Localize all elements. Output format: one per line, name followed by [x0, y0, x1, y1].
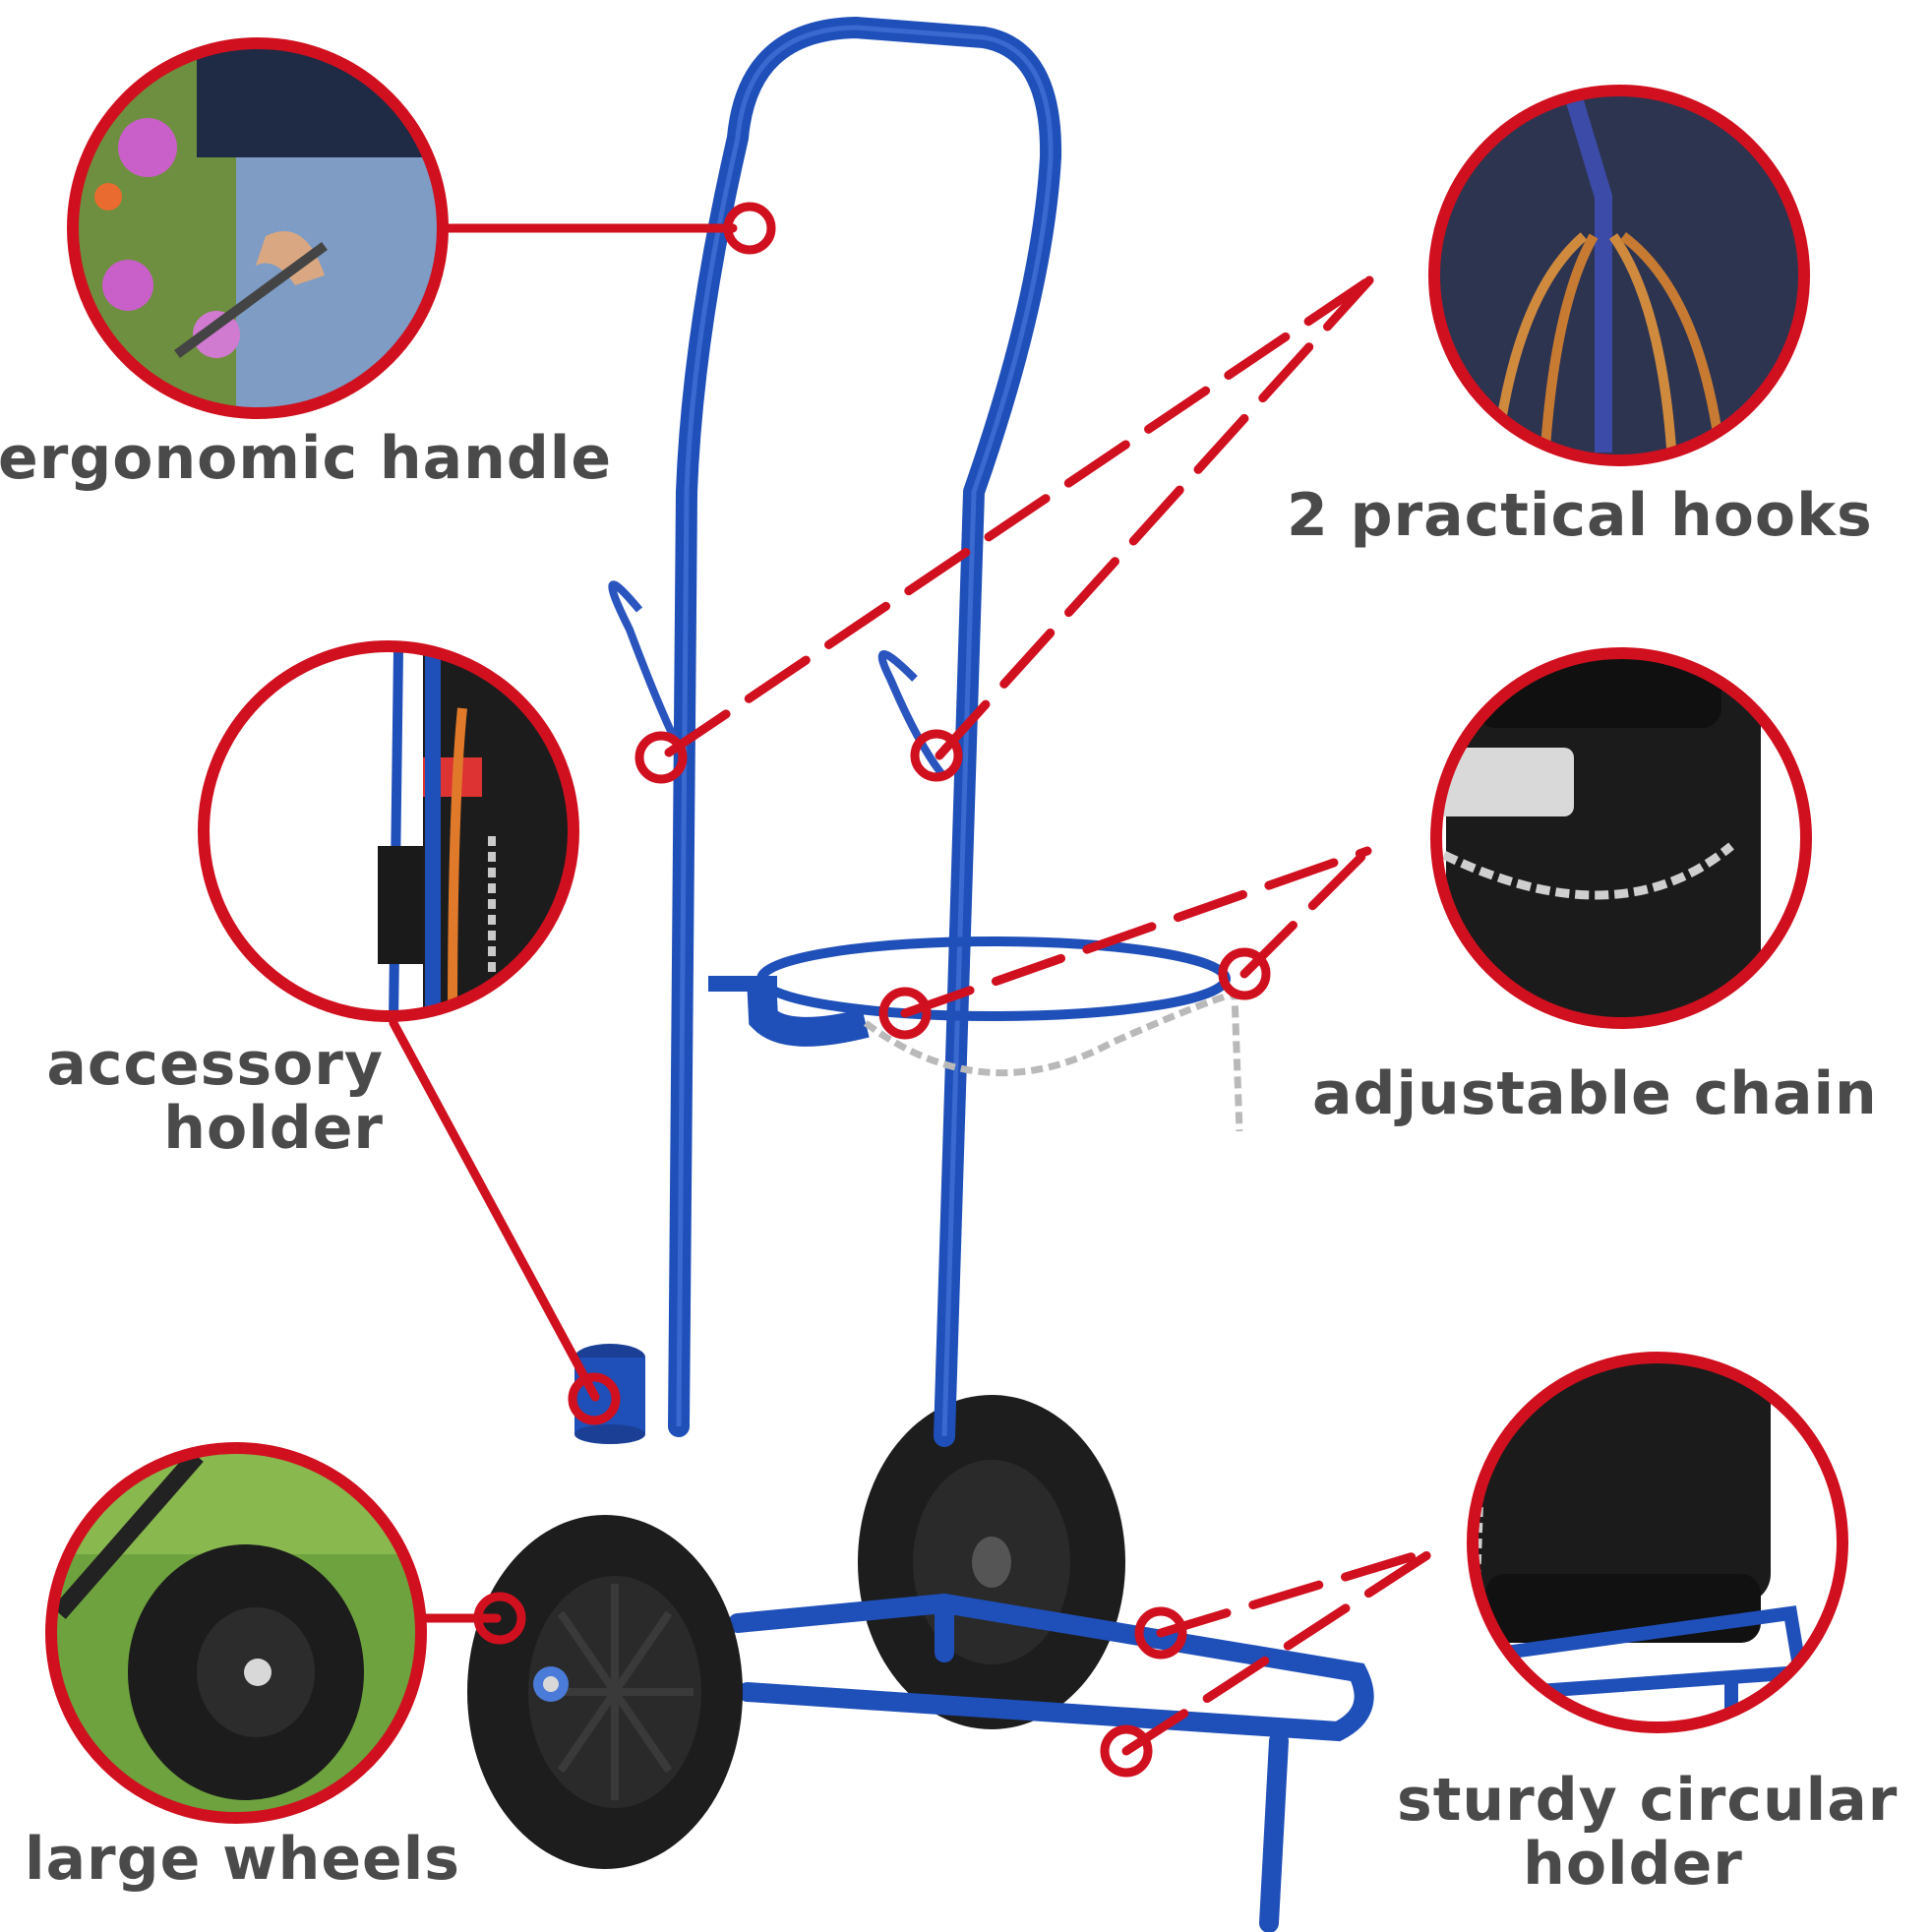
hotspot-wheels[interactable] — [473, 1592, 526, 1645]
label-accessory-holder: accessory holder — [46, 1033, 384, 1161]
hotspot-holder-a[interactable] — [1134, 1606, 1187, 1660]
detail-bubble-chain — [1430, 647, 1812, 1029]
connector-hook-right — [935, 275, 1374, 760]
connector-holder-b — [1121, 1544, 1441, 1756]
connector-accessory — [389, 1018, 600, 1402]
callout-connectors — [389, 223, 1441, 1756]
label-ergonomic-handle: ergonomic handle — [0, 424, 613, 493]
front-wheel — [467, 1515, 743, 1869]
hook-left — [608, 580, 683, 750]
rear-wheel — [858, 1395, 1125, 1729]
hotspot-chain-end[interactable] — [1218, 947, 1271, 1000]
label-large-wheels: large wheels — [25, 1825, 460, 1894]
hotspot-holder-b[interactable] — [1100, 1724, 1153, 1778]
detail-bubble-accessory-holder — [198, 640, 579, 1022]
connector-chain-b — [1239, 846, 1372, 979]
detail-bubble-circular-holder — [1467, 1352, 1848, 1733]
hotspot-chain-ring[interactable] — [878, 987, 932, 1040]
label-circular-holder-line1: sturdy circular — [1397, 1766, 1899, 1835]
chain — [863, 989, 1243, 1132]
label-adjustable-chain: adjustable chain — [1312, 1059, 1878, 1128]
connector-chain-a — [900, 846, 1372, 1018]
accessory-cup — [574, 1344, 645, 1444]
label-circular-holder-line2: holder — [1523, 1829, 1743, 1899]
callout-hotspots — [473, 202, 1271, 1778]
connector-holder-a — [1156, 1544, 1441, 1638]
hook-right — [877, 650, 948, 780]
label-accessory-holder-line2: holder — [163, 1093, 384, 1163]
base-frame — [728, 1593, 1374, 1932]
detail-bubble-hooks — [1428, 85, 1810, 466]
hotspot-hook-left[interactable] — [634, 731, 688, 784]
label-circular-holder: sturdy circular holder — [1397, 1766, 1899, 1899]
gas-cylinder-trolley — [467, 17, 1374, 1932]
label-accessory-holder-line1: accessory — [46, 1030, 384, 1099]
label-practical-hooks: 2 practical hooks — [1287, 481, 1873, 550]
hotspot-handle[interactable] — [723, 202, 776, 255]
hotspot-accessory[interactable] — [568, 1372, 621, 1425]
detail-bubble-handle — [67, 37, 449, 419]
detail-bubble-wheels — [45, 1442, 427, 1824]
connector-hook-left — [664, 275, 1374, 757]
hotspot-hook-right[interactable] — [910, 729, 963, 782]
